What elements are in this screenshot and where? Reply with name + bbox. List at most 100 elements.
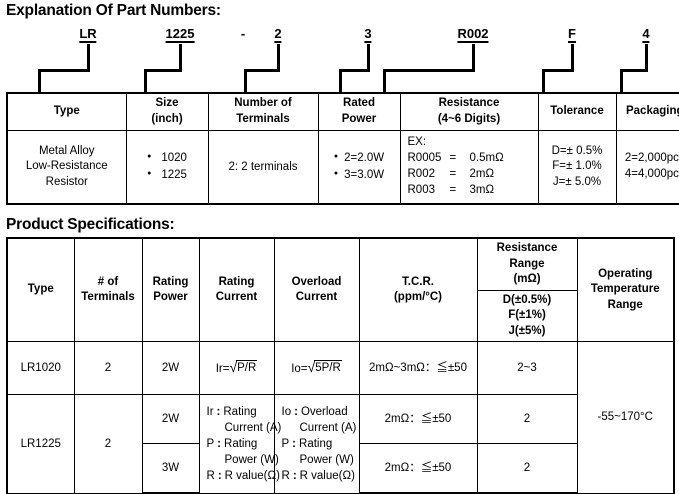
leader-line-vertical-bottom xyxy=(542,69,545,92)
equals-sign: = xyxy=(450,183,470,199)
part-number-segment-label: LR xyxy=(79,26,96,43)
definition-line-cont: Power (W) xyxy=(207,452,271,468)
radicand: 5P/R xyxy=(314,360,342,375)
leader-line-vertical-bottom xyxy=(620,69,623,92)
list-item: J=± 5.0% xyxy=(542,175,613,191)
radicand: P/R xyxy=(236,360,257,375)
colon: : xyxy=(291,406,301,418)
cell-rating-current-formula: Ir=√P/R xyxy=(199,342,274,395)
resistance-value: 0.5mΩ xyxy=(470,152,504,164)
leader-line-horizontal xyxy=(620,69,648,72)
cell-rating-current-definitions: Ir:Rating Current (A) P:Rating Power (W)… xyxy=(199,395,274,494)
list-item: 3=3.0W xyxy=(334,167,384,184)
leader-line-vertical-bottom xyxy=(244,69,247,92)
definition-line-cont: Current (A) xyxy=(282,420,356,436)
leader-line-vertical-top xyxy=(277,44,280,71)
list-item: F=± 1.0% xyxy=(542,159,613,175)
leader-line-vertical-top xyxy=(472,44,475,71)
cell-resistance-range: 2 xyxy=(477,395,577,444)
square-root-icon: √5P/R xyxy=(308,359,342,377)
tolerance-option-list: D=± 0.5% F=± 1.0% J=± 5.0% xyxy=(542,144,613,191)
definition-line: Io:Overload xyxy=(282,404,356,420)
leader-line-horizontal xyxy=(383,69,475,72)
definition-text: Overload xyxy=(301,406,348,418)
formula-lhs: Ir= xyxy=(216,363,230,375)
resistance-example-row: R002=2mΩ xyxy=(408,167,535,183)
cell-size: 1020 1225 xyxy=(126,131,208,205)
col-header-type: Type xyxy=(7,238,74,342)
list-item: 2=2.0W xyxy=(334,150,384,167)
cell-tcr: 2mΩ~3mΩ：≦±50 xyxy=(359,342,477,395)
resistance-ex-label: EX: xyxy=(408,135,535,151)
col-header-size: Size (inch) xyxy=(126,93,208,131)
table-row: LR1020 2 2W Ir=√P/R Io=√5P/R 2mΩ~3mΩ：≦±5… xyxy=(7,342,674,395)
cell-resistance: EX: R0005=0.5mΩ R002=2mΩ R003=3mΩ xyxy=(400,131,538,205)
leader-line-vertical-top xyxy=(179,44,182,71)
leader-line-vertical-top xyxy=(87,44,90,71)
resistance-value: 2mΩ xyxy=(470,168,495,180)
cell-operating-temperature: -55~170°C xyxy=(577,342,674,494)
col-header-resistance-range: Resistance Range (mΩ) xyxy=(477,238,577,290)
symbol: R xyxy=(207,470,215,482)
rating-current-definition-list: Ir:Rating Current (A) P:Rating Power (W)… xyxy=(203,404,271,484)
table-part-numbers: Type Size (inch) Number of Terminals Rat… xyxy=(6,92,679,205)
cell-num-terminals: 2 xyxy=(74,342,142,395)
equals-sign: = xyxy=(450,167,470,183)
resistance-code: R0005 xyxy=(408,151,450,167)
resistance-value: 3mΩ xyxy=(470,184,495,196)
col-header-operating-temperature: Operating Temperature Range xyxy=(577,238,674,342)
colon: : xyxy=(214,406,224,418)
cell-overload-current-formula: Io=√5P/R xyxy=(274,342,359,395)
cell-type: Metal Alloy Low-Resistance Resistor xyxy=(7,131,126,205)
square-root-icon: √P/R xyxy=(229,359,257,377)
leader-line-horizontal xyxy=(38,69,90,72)
cell-tcr: 2mΩ：≦±50 xyxy=(359,444,477,494)
col-header-number-of-terminals: Number of Terminals xyxy=(208,93,318,131)
symbol: Io xyxy=(282,406,292,418)
table-row: LR1225 2 2W Ir:Rating Current (A) P:Rati… xyxy=(7,395,674,444)
cell-rated-power: 2=2.0W 3=3.0W xyxy=(318,131,400,205)
cell-type: LR1020 xyxy=(7,342,74,395)
table-row-header: Type # of Terminals Rating Power Rating … xyxy=(7,238,674,290)
col-header-overload-current: Overload Current xyxy=(274,238,359,342)
list-item: D=± 0.5% xyxy=(542,144,613,160)
page-title-product-specs: Product Specifications: xyxy=(6,216,175,234)
definition-line-cont: Current (A) xyxy=(207,420,271,436)
resistance-examples: EX: R0005=0.5mΩ R002=2mΩ R003=3mΩ xyxy=(404,135,535,198)
definition-line: R:R value(Ω) xyxy=(282,468,356,484)
definition-text: Rating xyxy=(223,406,256,418)
part-number-segment-label: F xyxy=(568,26,576,43)
list-item: 4=4,000pcs xyxy=(620,167,679,183)
leader-line-horizontal xyxy=(144,69,182,72)
col-header-resistance-range-tolerances: D(±0.5%) F(±1%) J(±5%) xyxy=(477,290,577,342)
definition-line: R:R value(Ω) xyxy=(207,468,271,484)
part-number-segment-label: R002 xyxy=(457,26,488,43)
col-header-rating-power: Rating Power xyxy=(142,238,199,342)
part-number-leader-lines xyxy=(0,44,679,92)
definition-line: Ir:Rating xyxy=(207,404,271,420)
page-title-part-numbers: Explanation Of Part Numbers: xyxy=(6,2,221,20)
list-item: 2=2,000pcs xyxy=(620,151,679,167)
symbol: Ir xyxy=(207,406,214,418)
resistance-code: R003 xyxy=(408,183,450,199)
overload-current-definition-list: Io:Overload Current (A) P:Rating Power (… xyxy=(278,404,356,484)
cell-rating-power: 2W xyxy=(142,342,199,395)
cell-packaging: 2=2,000pcs 4=4,000pcs xyxy=(616,131,679,205)
list-item: 1225 xyxy=(147,167,187,184)
cell-num-terminals: 2 xyxy=(74,395,142,494)
definition-text: R value(Ω) xyxy=(300,470,355,482)
table-row-header: Type Size (inch) Number of Terminals Rat… xyxy=(7,93,679,131)
resistance-example-row: R003=3mΩ xyxy=(408,183,535,199)
colon: : xyxy=(214,438,224,450)
col-header-type: Type xyxy=(7,93,126,131)
leader-line-horizontal xyxy=(244,69,280,72)
table-row: Metal Alloy Low-Resistance Resistor 1020… xyxy=(7,131,679,205)
leader-line-horizontal xyxy=(542,69,574,72)
part-number-segment-label: - xyxy=(241,26,245,41)
definition-line: P:Rating xyxy=(207,436,271,452)
part-number-segment-label: 3 xyxy=(364,26,371,43)
definition-line: P:Rating xyxy=(282,436,356,452)
cell-number-of-terminals: 2: 2 terminals xyxy=(208,131,318,205)
